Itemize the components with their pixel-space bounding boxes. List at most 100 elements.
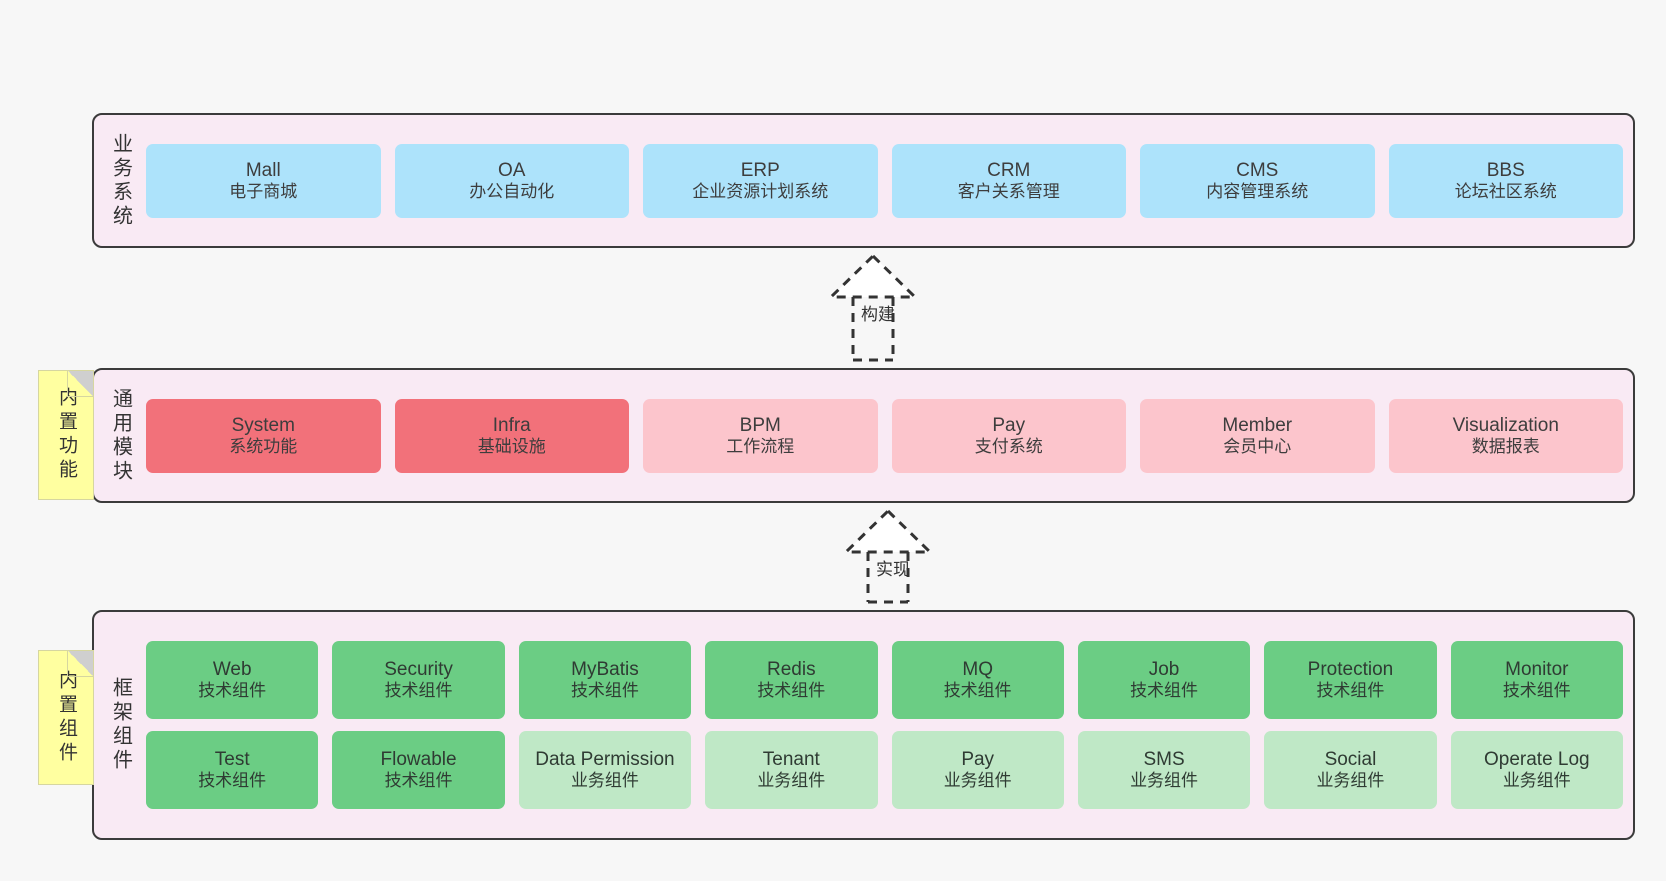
component-subtitle: 内容管理系统 <box>1206 181 1309 201</box>
component-title: Member <box>1222 414 1293 436</box>
component-title: Mall <box>245 159 281 181</box>
generalization-arrow-icon <box>827 253 919 362</box>
note-label: 内置组件 <box>55 669 77 766</box>
component-subtitle: 技术组件 <box>384 681 453 701</box>
component-title: ERP <box>740 159 780 181</box>
component-subtitle: 技术组件 <box>1130 681 1199 701</box>
component-subtitle: 电子商城 <box>229 181 298 201</box>
component-subtitle: 工作流程 <box>726 436 795 456</box>
note-fold-icon <box>67 651 93 677</box>
component-subtitle: 系统功能 <box>229 436 298 456</box>
section-label-framework-components: 框架组件 <box>94 612 146 838</box>
component-title: Test <box>214 749 250 771</box>
component-subtitle: 业务组件 <box>1130 771 1199 791</box>
component-subtitle: 支付系统 <box>974 436 1043 456</box>
generalization-arrow-icon <box>842 508 934 604</box>
component-title: Redis <box>767 659 816 681</box>
component-title: Tenant <box>762 749 820 771</box>
component-subtitle: 业务组件 <box>943 771 1012 791</box>
component-title: CRM <box>987 159 1031 181</box>
component-title: Protection <box>1307 659 1394 681</box>
component-title: Security <box>384 659 453 681</box>
component-title: Flowable <box>380 749 457 771</box>
connector-implement: 实现 <box>803 507 973 604</box>
section-label-text: 通用模块 <box>109 387 132 484</box>
component-title: Data Permission <box>535 749 675 771</box>
component-subtitle: 技术组件 <box>384 771 453 791</box>
connector-label: 构建 <box>861 305 895 324</box>
component-subtitle: 会员中心 <box>1223 436 1292 456</box>
component-subtitle: 基础设施 <box>477 436 546 456</box>
component-subtitle: 数据报表 <box>1471 436 1540 456</box>
component-title: Infra <box>492 414 531 436</box>
component-subtitle: 企业资源计划系统 <box>692 181 829 201</box>
note-label: 内置功能 <box>55 387 77 483</box>
component-subtitle: 办公自动化 <box>469 181 555 201</box>
connector-label: 实现 <box>876 560 910 579</box>
component-title: Job <box>1148 659 1180 681</box>
component-title: OA <box>498 159 526 181</box>
component-subtitle: 业务组件 <box>570 771 639 791</box>
component-title: Monitor <box>1505 659 1569 681</box>
component-title: BBS <box>1486 159 1525 181</box>
component-title: Operate Log <box>1483 749 1590 771</box>
section-label-common-modules: 通用模块 <box>94 370 146 501</box>
component-subtitle: 技术组件 <box>570 681 639 701</box>
component-title: MQ <box>962 659 993 681</box>
component-subtitle: 业务组件 <box>1502 771 1571 791</box>
component-subtitle: 技术组件 <box>198 681 267 701</box>
note-common-modules: 内置功能 <box>38 370 94 500</box>
section-label-text: 框架组件 <box>109 677 132 773</box>
component-subtitle: 技术组件 <box>1502 681 1571 701</box>
section-label-business-systems: 业务系统 <box>94 115 146 246</box>
component-title: BPM <box>739 414 781 436</box>
component-title: CMS <box>1236 159 1279 181</box>
note-framework-components: 内置组件 <box>38 650 94 785</box>
component-subtitle: 技术组件 <box>943 681 1012 701</box>
component-subtitle: 业务组件 <box>757 771 826 791</box>
component-subtitle: 论坛社区系统 <box>1454 181 1557 201</box>
component-subtitle: 技术组件 <box>757 681 826 701</box>
component-subtitle: 技术组件 <box>1316 681 1385 701</box>
component-title: Web <box>212 659 252 681</box>
section-label-text: 业务系统 <box>109 132 132 229</box>
note-fold-icon <box>67 371 93 397</box>
